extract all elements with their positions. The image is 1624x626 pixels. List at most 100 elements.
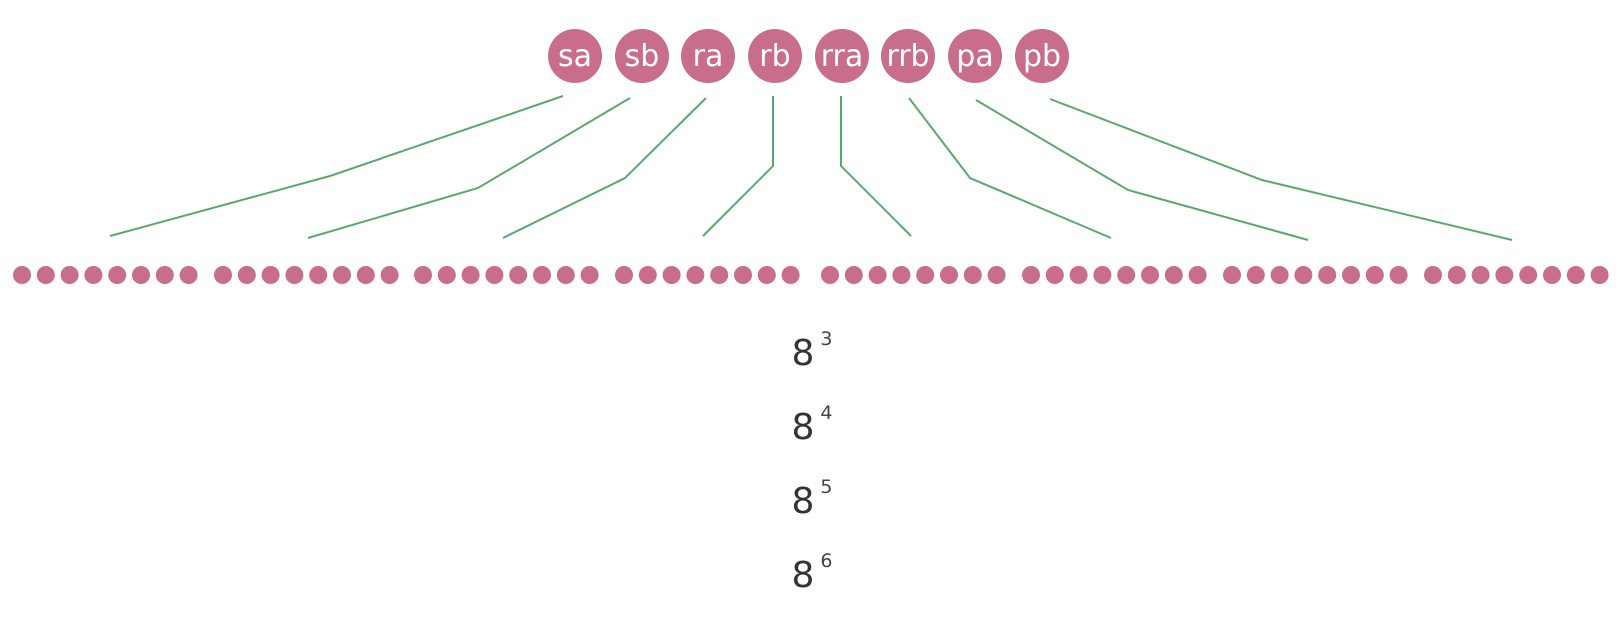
connector-line xyxy=(702,96,774,237)
leaf-dot xyxy=(556,266,575,284)
connector-line xyxy=(840,96,912,237)
leaf-dot xyxy=(155,266,174,284)
dot-group xyxy=(1223,266,1408,284)
leaf-dot xyxy=(1543,266,1561,284)
node-rra: rra xyxy=(815,29,869,83)
leaf-dot xyxy=(844,266,863,284)
node-label: rrb xyxy=(886,39,929,74)
leaf-dot xyxy=(987,266,1006,284)
power-exponent: 3 xyxy=(820,328,833,350)
leaf-dot xyxy=(1164,266,1183,284)
leaf-dot xyxy=(179,266,198,284)
node-pa: pa xyxy=(948,29,1002,83)
connector-line xyxy=(908,97,1112,239)
node-label: sb xyxy=(625,39,660,74)
leaf-dot xyxy=(309,266,328,284)
leaf-dot xyxy=(734,266,752,284)
leaf-dot xyxy=(380,266,399,284)
power-base: 8 xyxy=(791,481,815,522)
dot-group xyxy=(414,266,599,284)
leaf-dot xyxy=(237,266,256,284)
connector-line xyxy=(109,95,564,237)
leaf-dot xyxy=(1022,266,1040,284)
leaf-dot xyxy=(821,266,839,284)
node-circle xyxy=(881,29,935,83)
leaf-dot xyxy=(1246,266,1265,284)
leaf-dot xyxy=(1141,266,1159,284)
connector-line xyxy=(502,97,707,239)
node-label: sa xyxy=(558,39,592,74)
leaf-dot xyxy=(1223,266,1241,284)
leaf-dot xyxy=(1093,266,1112,284)
leaf-dot xyxy=(1389,266,1408,284)
leaf-dot xyxy=(710,266,729,284)
node-circle xyxy=(615,29,669,83)
leaf-dot xyxy=(868,266,887,284)
leaf-dot xyxy=(356,266,375,284)
connector-line xyxy=(975,99,1309,241)
leaf-dot xyxy=(1495,266,1514,284)
leaf-dot xyxy=(437,266,456,284)
leaf-dot xyxy=(108,266,127,284)
leaf-dot xyxy=(1294,266,1313,284)
leaf-dot xyxy=(781,266,800,284)
leaf-dot xyxy=(1519,266,1538,284)
node-pb: pb xyxy=(1015,29,1069,83)
leaf-dot xyxy=(533,266,551,284)
leaf-dot xyxy=(1188,266,1207,284)
power-exponent: 4 xyxy=(820,402,833,424)
leaf-dot xyxy=(615,266,633,284)
leaf-dot xyxy=(662,266,681,284)
leaf-dot xyxy=(1365,266,1384,284)
node-rrb: rrb xyxy=(881,29,935,83)
power-base: 8 xyxy=(791,407,815,448)
power-base: 8 xyxy=(791,555,815,596)
leaf-dot xyxy=(261,266,280,284)
leaf-dot xyxy=(461,266,480,284)
node-label: ra xyxy=(693,39,724,74)
power-exponent: 5 xyxy=(820,476,833,498)
node-circle xyxy=(815,29,869,83)
leaf-dot xyxy=(13,266,31,284)
leaf-dot xyxy=(84,266,103,284)
dot-group xyxy=(214,266,399,284)
leaf-dot xyxy=(414,266,432,284)
leaf-dot xyxy=(509,266,528,284)
leaf-dot xyxy=(1069,266,1088,284)
leaf-dot xyxy=(1566,266,1585,284)
leaf-dot xyxy=(1270,266,1289,284)
node-circle xyxy=(748,29,802,83)
leaf-dot xyxy=(285,266,304,284)
leaf-dot xyxy=(1045,266,1064,284)
leaf-dot xyxy=(1318,266,1337,284)
connector-lines xyxy=(109,95,1513,241)
node-label: pa xyxy=(956,39,993,74)
node-sa: sa xyxy=(548,29,602,83)
node-label: pb xyxy=(1023,39,1061,74)
leaf-dot xyxy=(36,266,55,284)
leaf-dot xyxy=(1342,266,1360,284)
dot-group xyxy=(13,266,198,284)
leaf-dot xyxy=(940,266,958,284)
node-circle xyxy=(548,29,602,83)
leaf-dot xyxy=(60,266,79,284)
node-label: rra xyxy=(821,39,864,74)
leaf-dot xyxy=(916,266,935,284)
leaf-dot xyxy=(1117,266,1136,284)
node-rb: rb xyxy=(748,29,802,83)
node-circle xyxy=(1015,29,1069,83)
power-exponent: 6 xyxy=(820,550,833,572)
leaf-dot xyxy=(580,266,599,284)
power-base: 8 xyxy=(791,333,815,374)
node-sb: sb xyxy=(615,29,669,83)
node-ra: ra xyxy=(681,29,735,83)
leaf-dot xyxy=(686,266,705,284)
node-label: rb xyxy=(759,39,790,74)
leaf-dot xyxy=(333,266,351,284)
